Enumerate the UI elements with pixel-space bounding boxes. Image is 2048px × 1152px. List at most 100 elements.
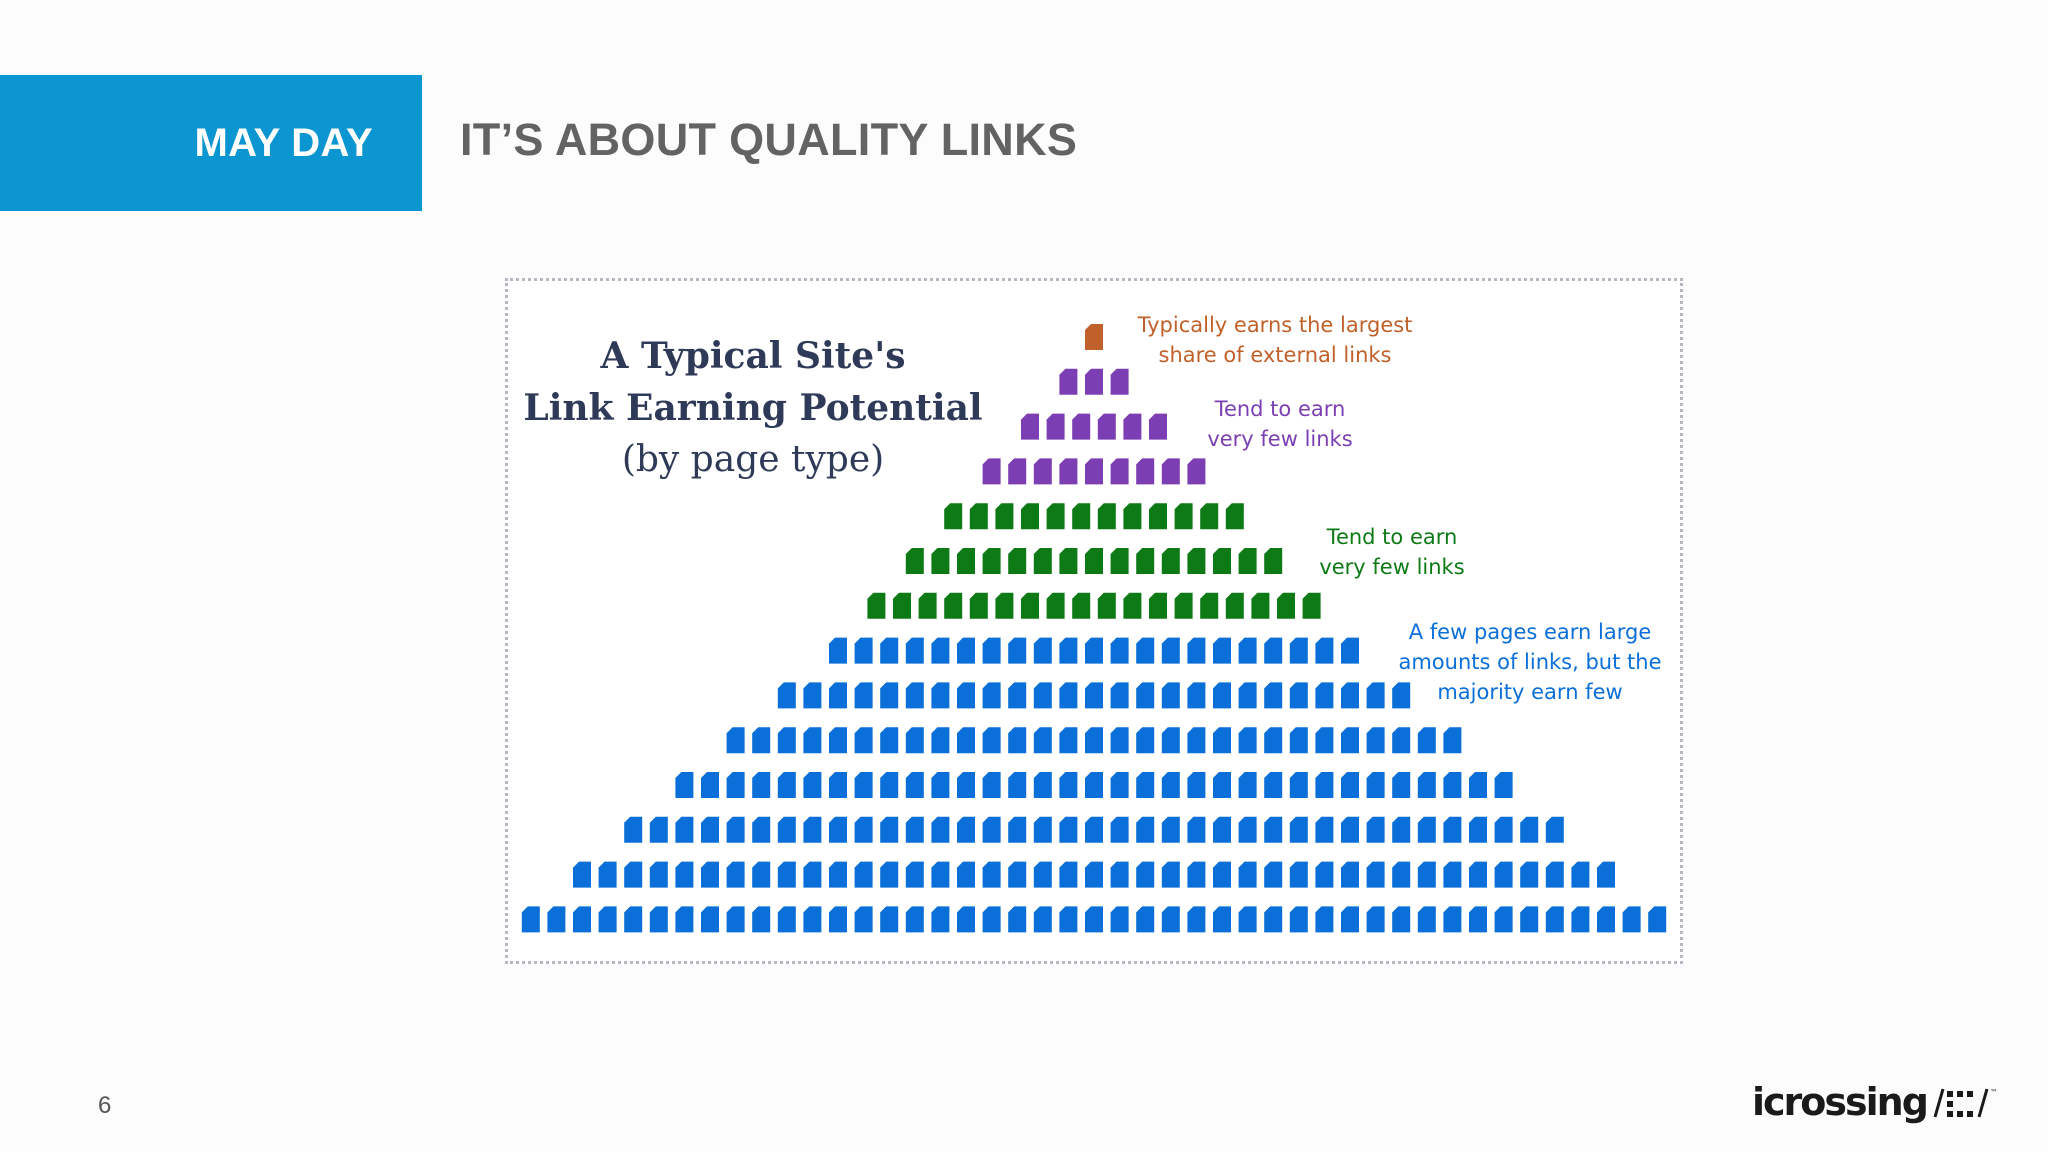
page-icon	[777, 861, 796, 888]
page-icon	[1187, 772, 1206, 798]
page-icon	[1174, 503, 1193, 530]
page-icon	[1136, 772, 1155, 798]
page-icon	[1110, 368, 1129, 395]
page-icon	[1315, 772, 1334, 798]
page-icon	[1238, 682, 1257, 709]
page-icon	[1443, 906, 1462, 933]
page-icon	[854, 816, 873, 843]
page-icon	[1251, 592, 1270, 619]
page-icon	[1289, 637, 1308, 664]
page-icon	[1187, 816, 1206, 843]
page-icon	[957, 727, 975, 754]
page-icon	[1033, 772, 1052, 798]
page-icon	[1469, 861, 1487, 888]
page-icon	[803, 772, 822, 798]
page-icon	[1008, 861, 1027, 888]
page-icon	[701, 772, 719, 798]
page-icon	[1187, 906, 1206, 933]
page-icon	[598, 861, 617, 888]
page-icon	[1341, 861, 1359, 888]
page-icon	[1366, 906, 1385, 933]
page-icon	[1200, 503, 1219, 530]
page-icon	[1341, 906, 1359, 933]
page-icon	[854, 772, 873, 798]
page-icon	[982, 637, 1001, 664]
page-icon	[1161, 906, 1180, 933]
page-icon	[982, 861, 1001, 888]
page-icon	[1443, 727, 1462, 754]
page-icon	[1264, 637, 1283, 664]
page-icon	[1494, 861, 1513, 888]
page-icon	[829, 682, 847, 709]
page-icon	[931, 727, 950, 754]
page-icon	[1289, 816, 1308, 843]
page-icon	[777, 727, 796, 754]
page-icon	[1597, 906, 1615, 933]
page-icon	[982, 548, 1001, 574]
page-icon	[1520, 861, 1539, 888]
page-icon	[701, 906, 719, 933]
page-icon	[1622, 906, 1641, 933]
page-icon	[982, 906, 1001, 933]
page-icon	[1059, 861, 1078, 888]
page-icon	[1392, 682, 1411, 709]
page-icon	[905, 682, 924, 709]
page-icon	[1059, 727, 1078, 754]
page-icon	[1469, 816, 1487, 843]
page-icon	[1033, 727, 1052, 754]
annotation-top-line-2: share of external links	[1158, 343, 1392, 367]
figure-title-line-3: (by page type)	[621, 439, 885, 480]
page-icon	[1033, 861, 1052, 888]
page-icon	[803, 861, 822, 888]
page-icon	[1315, 906, 1334, 933]
page-icon	[649, 816, 668, 843]
page-icon	[1392, 861, 1411, 888]
figure-title: A Typical Site's Link Earning Potential …	[505, 330, 1001, 486]
annotation-green: Tend to earn very few links	[1272, 522, 1512, 582]
page-icon	[598, 906, 617, 933]
page-icon	[1238, 906, 1257, 933]
page-icon	[777, 906, 796, 933]
page-icon	[1046, 503, 1065, 530]
page-icon	[944, 503, 963, 530]
page-icon	[1110, 548, 1129, 574]
page-icon	[1033, 816, 1052, 843]
page-icon	[931, 682, 950, 709]
page-icon	[1136, 906, 1155, 933]
page-icon	[1213, 861, 1231, 888]
page-icon	[1161, 548, 1180, 574]
page-icon	[573, 906, 591, 933]
page-icon	[1161, 458, 1180, 485]
page-icon	[1443, 861, 1462, 888]
page-icon	[854, 861, 873, 888]
page-icon	[931, 906, 950, 933]
page-icon	[624, 906, 643, 933]
page-icon	[1008, 458, 1027, 485]
page-icon	[1161, 682, 1180, 709]
page-icon	[1366, 861, 1385, 888]
page-icon	[1008, 682, 1027, 709]
page-icon	[1264, 682, 1283, 709]
page-icon	[1392, 816, 1411, 843]
page-icon	[1213, 906, 1231, 933]
page-icon	[1059, 682, 1078, 709]
page-icon	[957, 861, 975, 888]
page-icon	[701, 861, 719, 888]
page-icon	[1136, 727, 1155, 754]
page-icon	[752, 861, 771, 888]
page-icon	[1085, 637, 1103, 664]
page-icon	[1443, 772, 1462, 798]
page-icon	[726, 861, 745, 888]
page-icon	[957, 816, 975, 843]
page-icon	[1085, 458, 1103, 485]
page-icon	[777, 682, 796, 709]
page-icon	[1085, 906, 1103, 933]
page-icon	[1161, 861, 1180, 888]
annotation-purple-line-2: very few links	[1207, 427, 1353, 451]
page-icon	[1187, 637, 1206, 664]
annotation-blue-line-2: amounts of links, but the	[1398, 650, 1662, 674]
page-icon	[854, 727, 873, 754]
annotation-green-line-1: Tend to earn	[1326, 525, 1458, 549]
page-icon	[1469, 906, 1487, 933]
page-icon	[1097, 413, 1116, 440]
